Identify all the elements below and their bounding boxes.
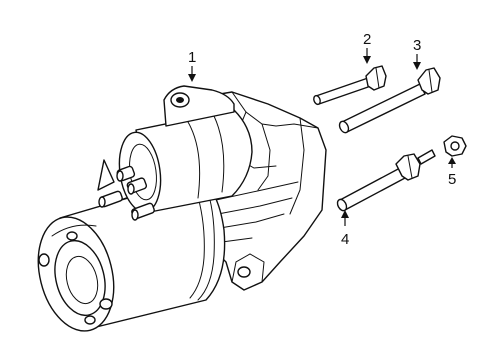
callout-4: 4 xyxy=(341,210,349,248)
callout-label-4: 4 xyxy=(341,231,349,248)
callout-label-5: 5 xyxy=(448,171,456,188)
starter-motor[interactable] xyxy=(27,85,327,339)
callout-label-2: 2 xyxy=(363,31,371,48)
callout-2: 2 xyxy=(363,31,371,64)
callout-5: 5 xyxy=(448,157,456,188)
callout-1: 1 xyxy=(188,49,196,82)
nut[interactable] xyxy=(443,135,467,157)
callout-label-1: 1 xyxy=(188,49,196,66)
bolt-short[interactable] xyxy=(313,65,387,106)
callout-label-3: 3 xyxy=(413,37,421,54)
callout-3: 3 xyxy=(413,37,421,70)
bolt-long[interactable] xyxy=(338,67,441,134)
stud[interactable] xyxy=(336,149,436,212)
terminal-stud xyxy=(97,159,115,191)
